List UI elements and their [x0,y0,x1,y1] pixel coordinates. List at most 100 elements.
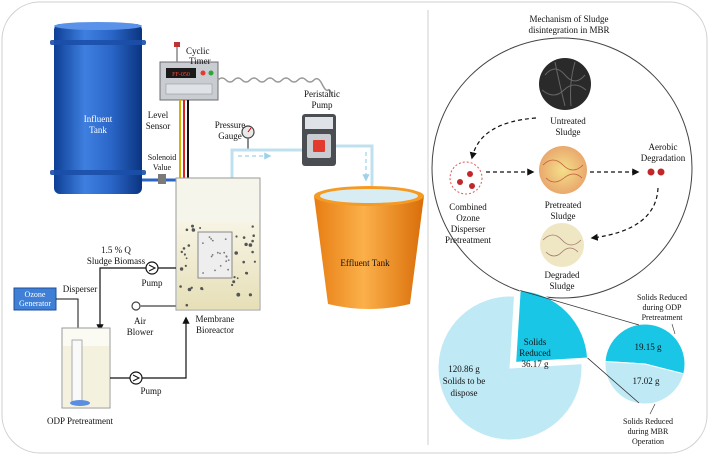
reactor-bubble [248,293,252,297]
effluent-tank-label: Effluent Tank [340,258,390,268]
callout-leader-top [671,323,676,335]
level-sensor-label-1: Level [148,110,169,120]
combined-label-1: Combined [449,202,487,212]
pretreated-label-2: Sludge [550,211,575,221]
reactor-bubble [185,303,189,307]
air-blower-icon [131,301,176,311]
influent-tank-label-2: Tank [89,125,107,135]
reactor-bubble [182,247,186,250]
reactor-bubble [242,260,245,264]
pressure-gauge-label-2: Gauge [218,131,242,141]
solids-pie-chart [437,289,589,441]
reactor-bubble [199,227,202,229]
reactor-bubble [236,292,241,297]
pretreated-sludge-icon [539,146,587,194]
pie-connector-bottom [587,357,640,404]
reactor-bubble [190,286,193,289]
arrow-untreated-to-combined [469,117,537,160]
pie-remainder-label-1: Solids to be [443,376,486,386]
pie-connector-top [520,290,640,326]
timer-wire [217,77,333,97]
influent-tank-label-1: Influent [84,114,113,124]
ozone-generator-label-2: Generator [19,299,51,308]
callout-bottom-3: Operation [632,437,664,446]
membrane-bubble [214,269,216,272]
mechanism-title-2: disintegration in MBR [529,25,610,35]
reactor-bubble [191,228,194,230]
membrane-bubble [227,259,230,261]
membrane-bubble [202,272,205,274]
reactor-bubble [242,236,246,239]
reactor-bubble [179,267,184,271]
reactor-bubble [184,264,187,267]
pie2-bottom-value: 17.02 g [633,376,661,386]
timer-display: FF-050 [172,72,190,78]
membrane-bioreactor [175,177,261,311]
reactor-bubble [232,280,236,284]
peristaltic-pump-label-2: Pump [311,100,333,110]
odp-pretreatment-label: ODP Pretreatment [47,416,113,426]
sludge-biomass-label-1: 1.5 % Q [101,245,131,255]
odp-vessel [61,327,111,409]
solenoid-valve-label-1: Solenoid [148,153,176,162]
membrane-bubble [216,251,219,254]
reactor-bubble [251,239,254,243]
membrane-bubble [225,255,228,258]
callout-top-2: during ODP [643,303,682,312]
mechanism-title-1: Mechanism of Sludge [530,14,609,24]
membrane-bubble [224,238,227,241]
reactor-bubble [185,228,189,232]
callout-bottom-2: during MBR [628,427,669,436]
degraded-sludge-icon [540,223,584,267]
reactor-bubble [183,253,186,256]
top-pump-icon [145,261,159,275]
effluent-line [336,144,374,188]
arrow-aerobic-to-degraded [590,187,659,241]
reactor-bubble [234,251,238,255]
aerobic-label-2: Degradation [641,153,686,163]
peristaltic-pump [302,114,336,166]
reactor-bubble [201,288,204,291]
membrane-bubble [210,255,213,258]
sludge-biomass-label-2: Sludge Biomass [87,256,146,266]
membrane-bubble [211,239,214,242]
reactor-bubble [251,250,254,254]
untreated-label-2: Sludge [555,127,580,137]
callout-top-3: Pretreatment [642,313,684,322]
membrane-bubble [208,236,211,239]
membrane-bubble [211,254,214,256]
membrane-bioreactor-label-1: Membrane [196,314,235,324]
reactor-bubble [191,224,194,228]
membrane-bubble [219,265,222,267]
disperser-label: Disperser [63,284,98,294]
aerobic-icon [647,168,665,176]
cyclic-timer-label-2: Timer [189,56,211,66]
reactor-bubble [248,243,253,247]
reactor-bubble [179,285,182,288]
degraded-label-2: Sludge [549,281,574,291]
combined-label-3: Disperser [451,224,486,234]
level-sensor-label-2: Sensor [146,121,171,131]
pie-remainder-label-2: dispose [451,388,478,398]
degraded-label-1: Degraded [545,270,580,280]
reactor-bubble [245,271,248,275]
aerobic-label-1: Aerobic [649,142,678,152]
reactor-bubble [251,225,254,228]
membrane-bubble [223,251,226,254]
reactor-bubbles [179,224,256,307]
callout-leader-bottom [649,403,656,415]
top-pump-label: Pump [141,278,163,288]
reactor-bubble [185,257,188,260]
pie-remainder-value: 120.86 g [448,364,480,374]
reactor-bubble [233,276,236,279]
pie-slice-solids-to-dispose [437,295,583,441]
cyclic-timer-label-1: Cyclic [186,46,210,56]
pie2-top-value: 19.15 g [635,342,663,352]
untreated-sludge-icon [539,58,591,110]
ozone-bubble-icon [449,161,483,195]
callout-bottom-1: Solids Reduced [623,417,673,426]
pie2-slice-odp [604,323,686,375]
pressure-gauge-icon [241,125,255,150]
reactor-bubble [231,283,234,287]
